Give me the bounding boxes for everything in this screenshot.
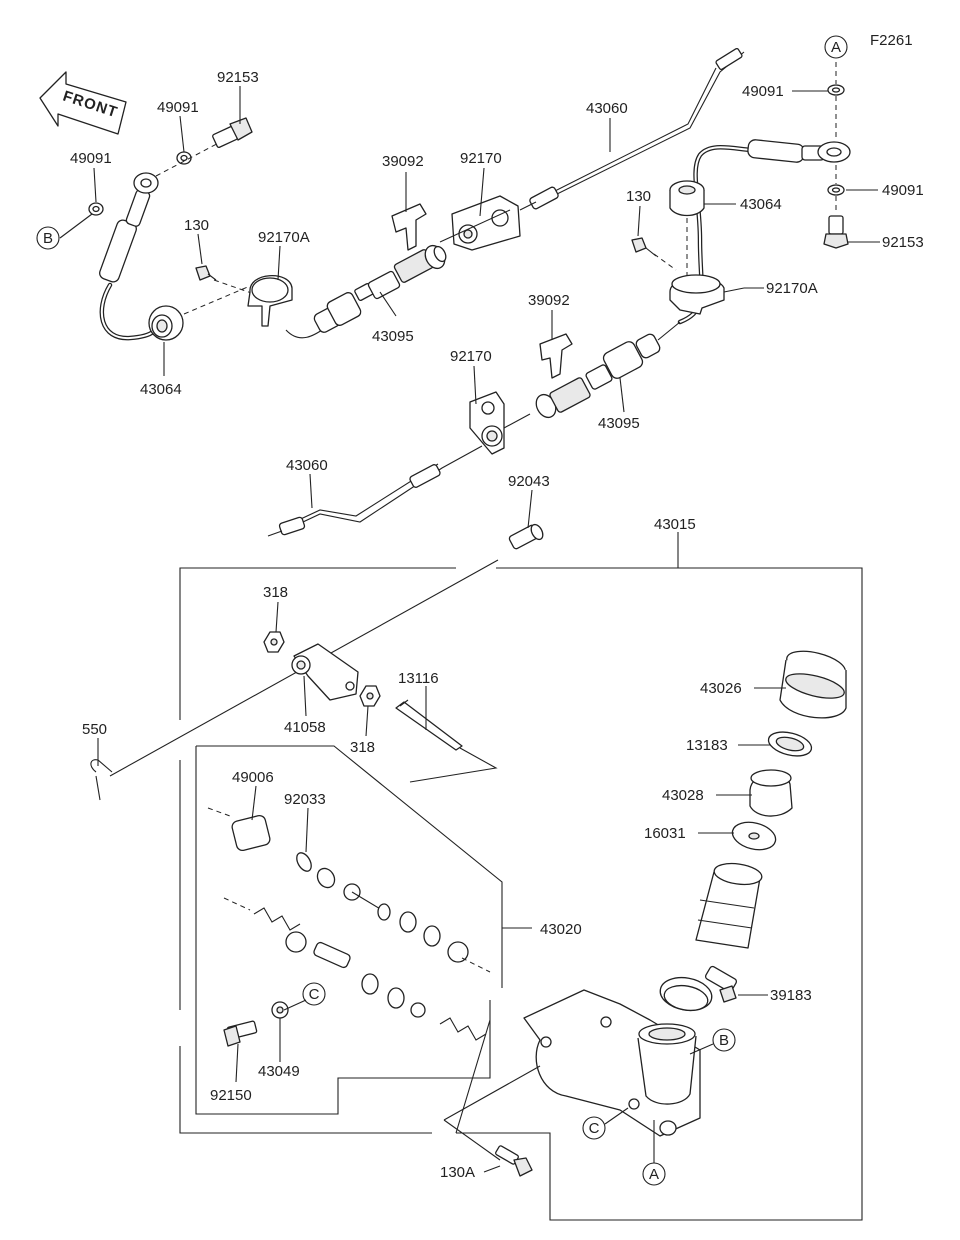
- callout-a-top: A: [824, 35, 848, 59]
- part-43095-upper: 43095: [372, 328, 414, 345]
- part-130A: 130A: [440, 1164, 475, 1181]
- cap-43026: [779, 650, 847, 719]
- svg-text:C: C: [589, 1120, 600, 1137]
- figure-code: F2261: [870, 32, 913, 49]
- part-39183: 39183: [770, 987, 812, 1004]
- bracket-92170-lower: [469, 391, 531, 455]
- adjuster-43095-upper: [313, 244, 447, 333]
- callout-b-right: B: [712, 1028, 736, 1052]
- float-16031: [731, 821, 777, 851]
- washer-49091-upper-left: [176, 151, 192, 165]
- part-43060-lower: 43060: [286, 457, 328, 474]
- bolt-130-left: [195, 265, 217, 281]
- bolt-130A: [495, 1145, 533, 1177]
- banjo-bolt-92153-left: [212, 117, 253, 148]
- front-arrow-icon: FRONT: [39, 71, 127, 135]
- nut-318-upper: [263, 631, 285, 653]
- part-49091-upper-left: 49091: [157, 99, 199, 116]
- callout-a-bottom: A: [642, 1162, 666, 1186]
- part-13116: 13116: [398, 670, 439, 687]
- grommet-43064-left: [148, 305, 184, 341]
- bracket-92170A-right: [669, 274, 745, 315]
- washer-49091-right: [827, 184, 845, 196]
- part-41058: 41058: [284, 719, 326, 736]
- part-49091-left: 49091: [70, 150, 112, 167]
- part-39092-lower: 39092: [528, 292, 570, 309]
- plate-13183: [767, 731, 813, 757]
- clip-39092-lower: [539, 333, 573, 379]
- clip-39092-upper: [391, 203, 427, 251]
- master-cylinder-body: [523, 989, 701, 1137]
- bracket-92170A-left: [247, 275, 293, 327]
- part-43015: 43015: [654, 516, 696, 533]
- part-43064-left: 43064: [140, 381, 182, 398]
- leader-lines: [93, 86, 880, 1173]
- reservoir-hose: [695, 862, 763, 949]
- part-13183: 13183: [686, 737, 728, 754]
- svg-text:B: B: [43, 230, 53, 247]
- diaphragm-43028: [749, 769, 793, 817]
- svg-text:A: A: [831, 39, 841, 56]
- part-318-upper: 318: [263, 584, 288, 601]
- clamp-39183: [659, 965, 738, 1012]
- banjo-bolt-92153-right: [823, 215, 849, 249]
- pushrod-13116: [395, 699, 463, 751]
- part-92150: 92150: [210, 1087, 252, 1104]
- part-92153-left: 92153: [217, 69, 259, 86]
- part-49091-top-right: 49091: [742, 83, 784, 100]
- callout-b-left: B: [36, 226, 60, 250]
- part-92170A-left: 92170A: [258, 229, 310, 246]
- cable-43060-upper: [285, 47, 745, 339]
- left-hose-assembly: [99, 172, 163, 341]
- part-43064-right: 43064: [740, 196, 782, 213]
- adjuster-43095-lower: [535, 321, 681, 419]
- bolt-130-right: [631, 237, 657, 257]
- callout-c-left: C: [582, 1116, 606, 1140]
- part-49091-right: 49091: [882, 182, 924, 199]
- pin-92043: [508, 523, 544, 550]
- part-43026: 43026: [700, 680, 742, 697]
- washer-49091-left: [88, 202, 104, 216]
- part-43020: 43020: [540, 921, 582, 938]
- part-43095-lower: 43095: [598, 415, 640, 432]
- clevis-41058: [291, 643, 359, 701]
- part-92170A-right: 92170A: [766, 280, 818, 297]
- kit-parts-43020: [207, 807, 491, 1047]
- part-130-right: 130: [626, 188, 651, 205]
- part-92170-lower: 92170: [450, 348, 492, 365]
- svg-text:C: C: [309, 986, 320, 1003]
- part-92170-upper: 92170: [460, 150, 502, 167]
- grommet-43064-right: [669, 180, 705, 217]
- part-92043: 92043: [508, 473, 550, 490]
- nut-318-lower: [359, 685, 381, 707]
- part-92033: 92033: [284, 791, 326, 808]
- part-43060-upper: 43060: [586, 100, 628, 117]
- callout-c-right: C: [302, 982, 326, 1006]
- part-49006: 49006: [232, 769, 274, 786]
- part-labels: 92153 49091 49091 43064 130 92170A 43095…: [70, 69, 924, 1181]
- part-550: 550: [82, 721, 107, 738]
- cotter-pin-550: [90, 759, 113, 801]
- cable-43060-lower: [267, 445, 483, 537]
- svg-text:A: A: [649, 1166, 659, 1183]
- part-130-left: 130: [184, 217, 209, 234]
- washer-49091-top-right: [827, 84, 845, 96]
- svg-text:B: B: [719, 1032, 729, 1049]
- part-318-lower: 318: [350, 739, 375, 756]
- part-92153-right: 92153: [882, 234, 924, 251]
- part-43049: 43049: [258, 1063, 300, 1080]
- bracket-92170-upper: [439, 195, 521, 251]
- part-43028: 43028: [662, 787, 704, 804]
- part-39092-upper: 39092: [382, 153, 424, 170]
- part-16031: 16031: [644, 825, 686, 842]
